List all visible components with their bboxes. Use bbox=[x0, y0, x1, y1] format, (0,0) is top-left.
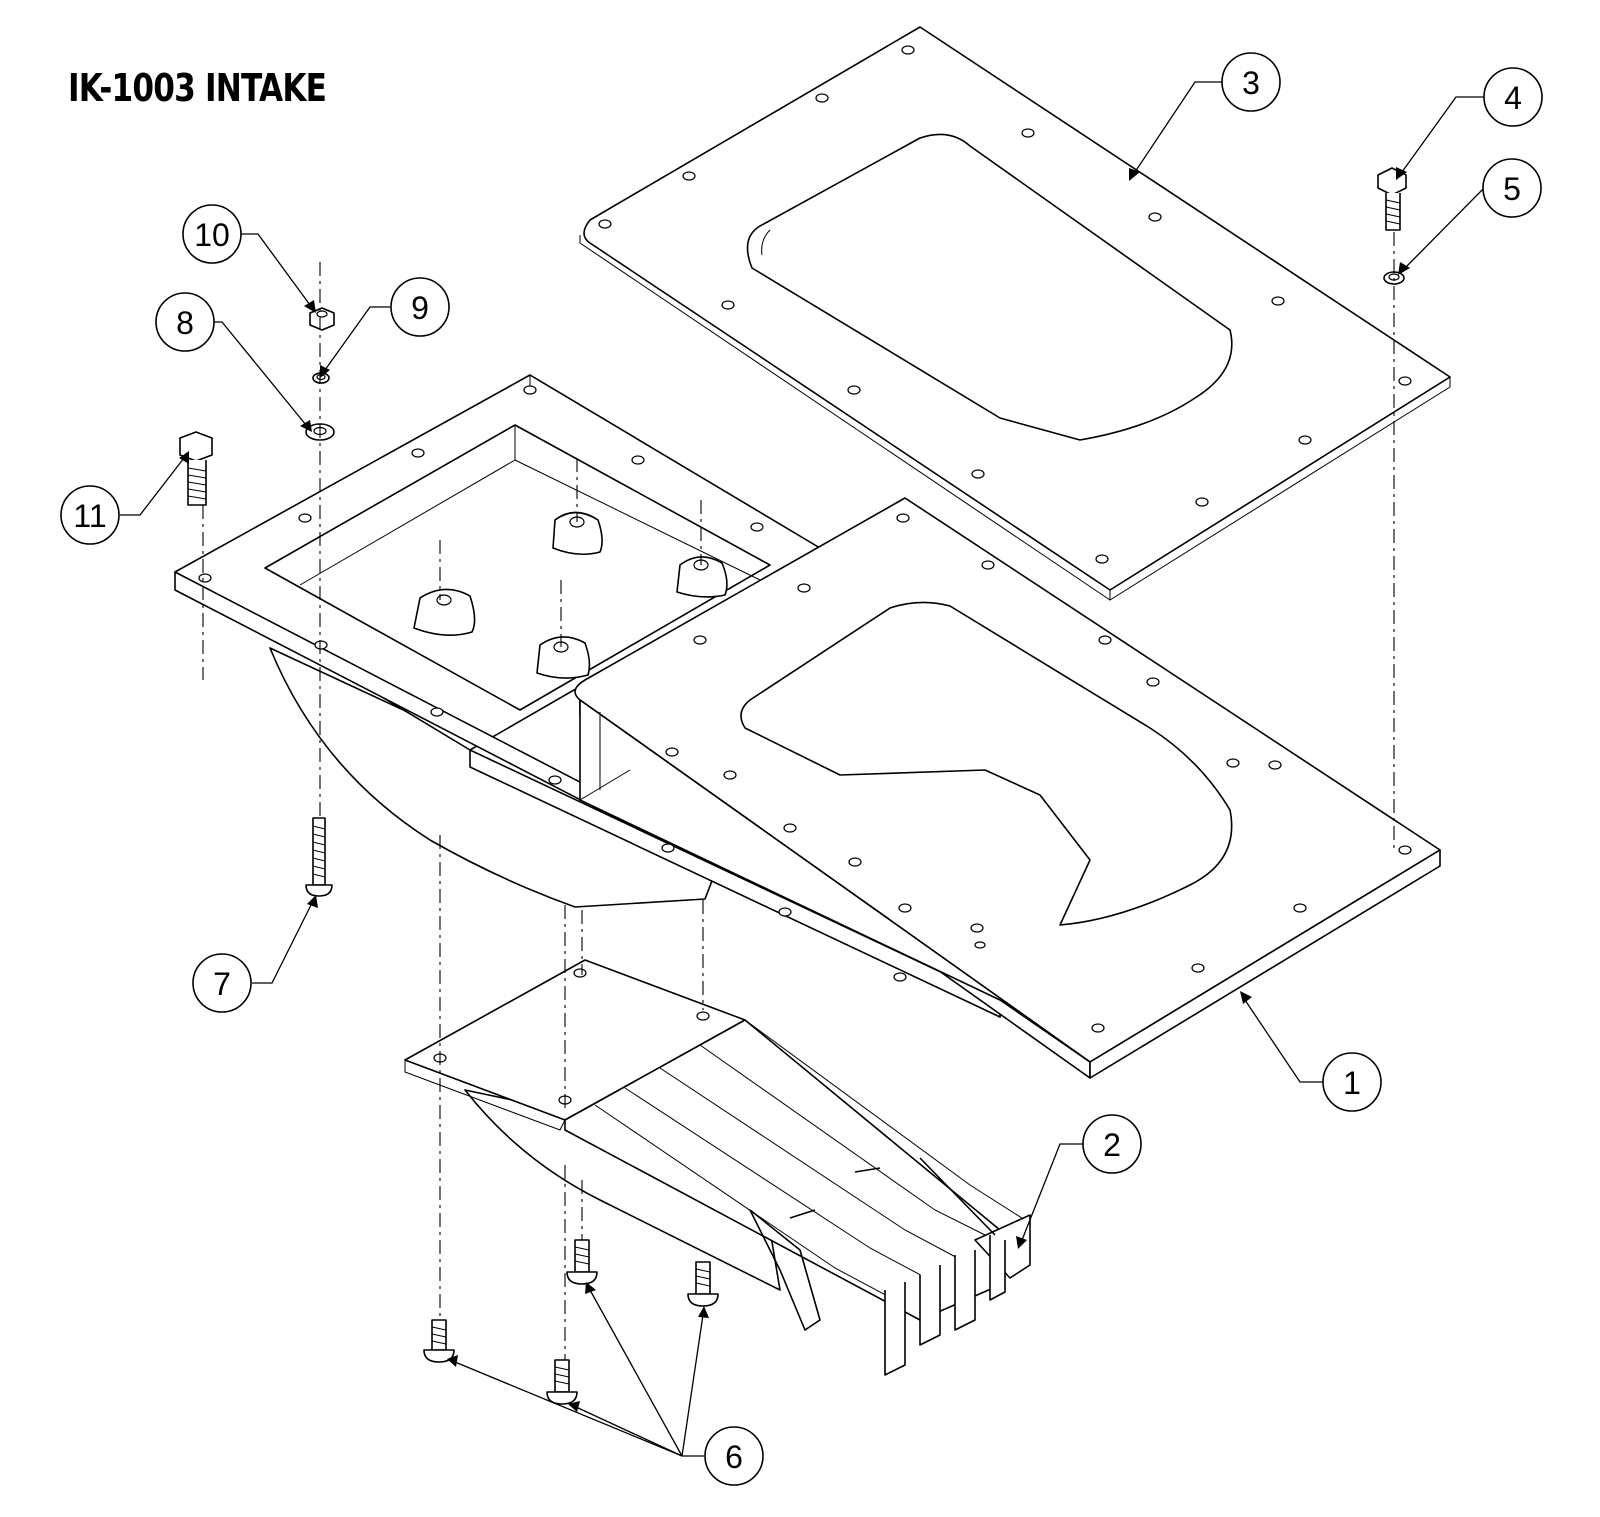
callout-7-label: 7 bbox=[213, 966, 231, 1002]
flat-head-screw-part-7 bbox=[305, 817, 333, 897]
callout-8-label: 8 bbox=[176, 305, 194, 341]
callout-10: 10 bbox=[182, 204, 242, 264]
callout-2: 2 bbox=[1082, 1114, 1142, 1174]
hex-bolt-part-4 bbox=[1377, 167, 1407, 231]
gasket-plate-holes bbox=[598, 45, 1412, 564]
flat-head-screws-part-6 bbox=[423, 1239, 719, 1405]
page-title: IK-1003 INTAKE bbox=[68, 66, 327, 110]
callout-1-label: 1 bbox=[1343, 1065, 1361, 1101]
intake-body-part-1 bbox=[174, 374, 1441, 1079]
bosses bbox=[413, 511, 728, 679]
leader-lines bbox=[120, 81, 1512, 1457]
callout-6: 6 bbox=[704, 1426, 764, 1486]
callout-9-label: 9 bbox=[411, 290, 429, 326]
intake-body-holes bbox=[198, 385, 1412, 1033]
callout-2-label: 2 bbox=[1103, 1127, 1121, 1163]
grate-part-2 bbox=[404, 959, 1031, 1376]
hex-nut-part-10 bbox=[309, 307, 335, 331]
assembly-centerlines bbox=[202, 232, 1395, 1360]
callout-1: 1 bbox=[1322, 1052, 1382, 1112]
callout-10-label: 10 bbox=[194, 217, 230, 253]
callout-3-label: 3 bbox=[1242, 65, 1260, 101]
callout-5: 5 bbox=[1482, 158, 1542, 218]
callout-3: 3 bbox=[1221, 52, 1281, 112]
gasket-plate-part-3 bbox=[579, 26, 1451, 601]
callout-8: 8 bbox=[155, 292, 215, 352]
hex-bolt-part-11 bbox=[179, 431, 213, 506]
callout-4: 4 bbox=[1483, 67, 1543, 127]
callout-11-label: 11 bbox=[73, 498, 106, 534]
callout-11: 11 bbox=[60, 485, 120, 545]
callout-7: 7 bbox=[192, 953, 252, 1013]
callout-9: 9 bbox=[390, 277, 450, 337]
callout-6-label: 6 bbox=[725, 1439, 743, 1475]
callout-5-label: 5 bbox=[1503, 171, 1521, 207]
callout-4-label: 4 bbox=[1504, 80, 1522, 116]
